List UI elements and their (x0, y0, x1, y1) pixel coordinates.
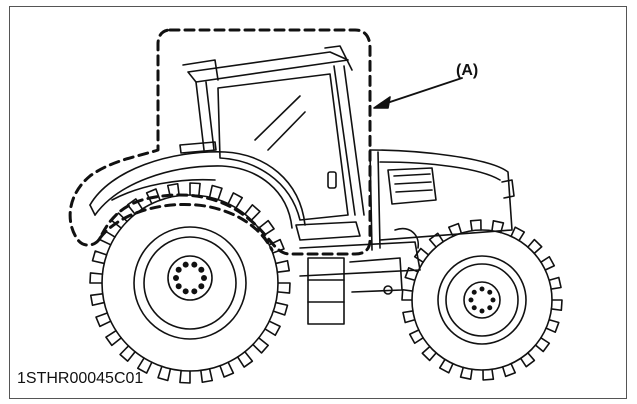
front-tire-treads (401, 219, 563, 381)
hub-bolt (471, 289, 477, 295)
tire-tread-lug (534, 337, 551, 353)
tire-tread-lug (459, 366, 473, 380)
tire-tread-lug (501, 362, 517, 378)
tire-tread-lug (540, 255, 556, 271)
hub-bolt (490, 297, 496, 303)
tire-tread-lug (550, 299, 563, 312)
chassis (299, 228, 421, 325)
callout-label-a: (A) (456, 62, 479, 79)
hub-bolt (201, 275, 207, 281)
tire-tread-lug (166, 182, 180, 199)
step (307, 257, 345, 325)
tire-tread-lug (527, 238, 543, 255)
dashed-fender-arc (98, 202, 274, 252)
hub-bolt (487, 305, 493, 311)
figure-frame (9, 6, 627, 399)
cab (179, 45, 365, 241)
tire-tread-lug (421, 345, 437, 362)
rear-hub (167, 255, 213, 301)
hub-bolt (471, 305, 477, 311)
tire-tread-lug (236, 351, 254, 368)
tire-tread-lug (189, 182, 201, 197)
tire-tread-lug (227, 192, 244, 209)
hub-bolt (198, 266, 205, 273)
rear-rim (133, 226, 247, 340)
hub-bolt (198, 283, 205, 290)
callout-arrowhead (373, 96, 391, 109)
front-hub (463, 281, 501, 319)
rear-rim-inner (143, 236, 237, 330)
hub-bolt (479, 286, 485, 292)
tire-tread-lug (157, 365, 172, 382)
callout-leader-line (377, 77, 463, 107)
rear-fender (89, 151, 306, 229)
hub-bolt (175, 266, 182, 273)
hub-bolt (175, 283, 182, 290)
tire-tread-lug (136, 357, 153, 374)
rear-tire-treads (89, 182, 291, 384)
tire-tread-lug (91, 250, 108, 265)
tire-tread-lug (402, 310, 416, 324)
tire-tread-lug (548, 276, 562, 290)
tire-tread-lug (264, 320, 281, 337)
tire-tread-lug (510, 226, 526, 242)
tire-tread-lug (105, 329, 122, 347)
tire-tread-lug (219, 361, 235, 378)
tire-tread-lug (126, 198, 144, 215)
hub-bolt (173, 275, 179, 281)
tire-tread-lug (200, 367, 214, 384)
rear-wheel (89, 182, 291, 384)
tire-tread-lug (438, 358, 454, 374)
tire-tread-lug (89, 293, 106, 307)
hood (369, 149, 515, 251)
tire-tread-lug (208, 184, 223, 201)
hub-bolt (468, 297, 474, 303)
tire-tread-lug (95, 312, 112, 328)
rear-tire-outer (101, 194, 279, 372)
hub-bolt (191, 261, 198, 268)
tire-tread-lug (179, 369, 191, 384)
tire-tread-lug (274, 259, 291, 273)
tire-tread-lug (89, 272, 104, 284)
hub-bolt (487, 289, 493, 295)
hub-bolt (191, 288, 198, 295)
front-wheel (401, 219, 563, 381)
tire-tread-lug (447, 222, 463, 238)
tire-tread-lug (276, 282, 291, 294)
tire-tread-lug (491, 220, 505, 234)
tire-tread-lug (272, 301, 289, 316)
tire-tread-lug (408, 329, 424, 345)
figure-id-label: 1STHR00045C01 (17, 370, 144, 387)
tire-tread-lug (258, 219, 275, 237)
tire-tread-lug (519, 352, 536, 368)
tire-tread-lug (482, 368, 495, 381)
front-tire-outer (411, 229, 553, 371)
tire-tread-lug (401, 288, 414, 301)
tire-tread-lug (119, 345, 136, 362)
tire-tread-lug (545, 318, 560, 333)
hub-bolt (479, 308, 485, 314)
tire-tread-lug (252, 337, 269, 354)
hub-bolt (182, 261, 189, 268)
dashed-outline-area (68, 28, 372, 256)
front-rim-inner (445, 263, 519, 337)
front-rim (437, 255, 527, 345)
front-hub-bolts (468, 286, 496, 314)
rear-hub-bolts (173, 261, 207, 295)
tire-tread-lug (469, 219, 482, 232)
tire-tread-lug (244, 204, 261, 221)
hub-bolt (182, 288, 189, 295)
